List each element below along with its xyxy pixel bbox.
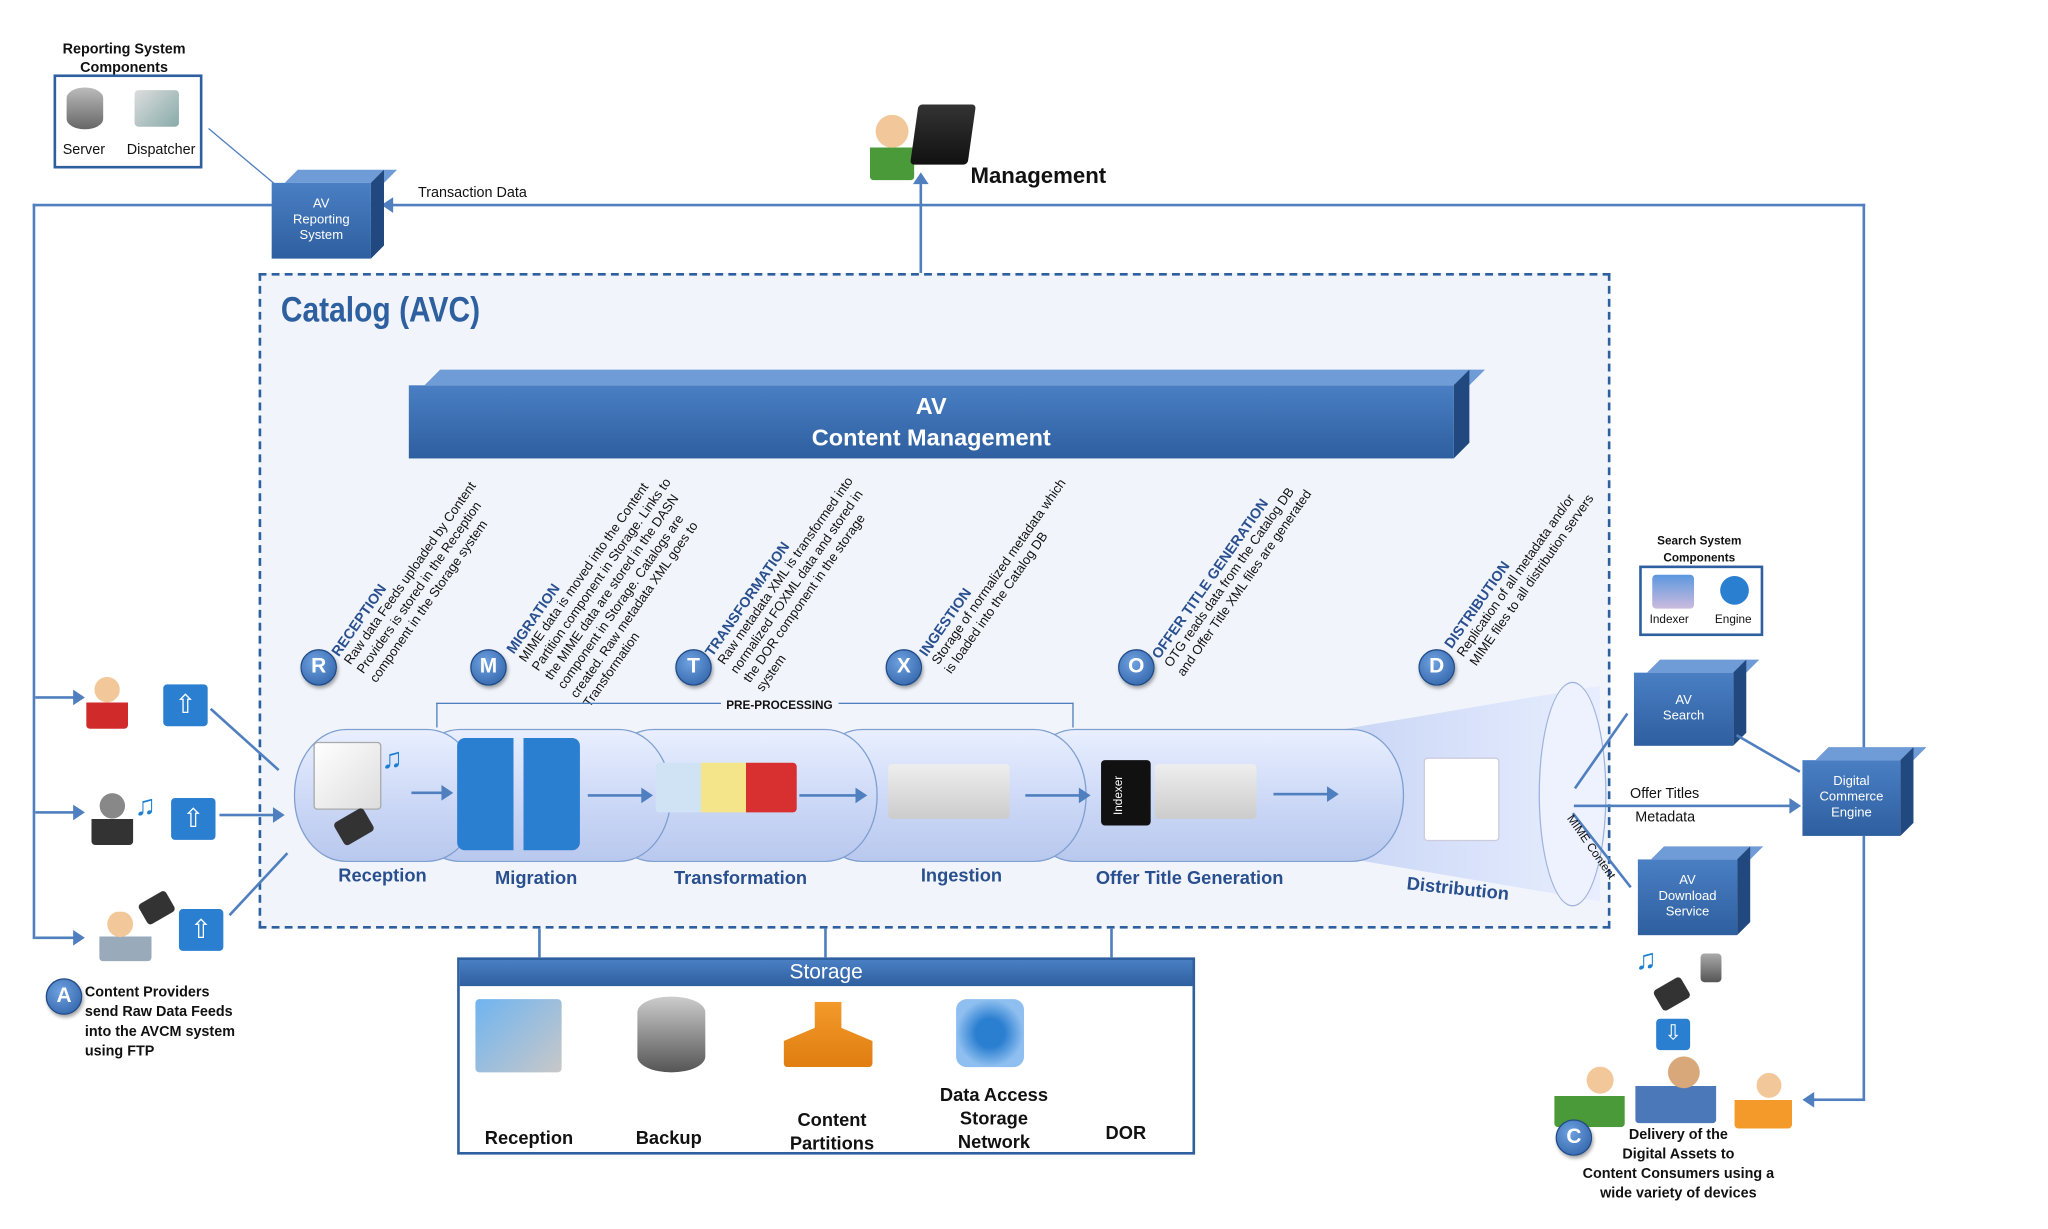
network-icon xyxy=(956,999,1024,1068)
pipe-arrow xyxy=(799,787,868,804)
indexer-icon xyxy=(1652,574,1695,609)
server-icon xyxy=(66,87,104,130)
provider-arrow xyxy=(35,929,85,946)
management-arrow xyxy=(919,180,923,356)
consumer-laptop-icon xyxy=(1635,1055,1717,1124)
dispatcher-label: Dispatcher xyxy=(126,142,196,159)
pre-processing-label: PRE-PROCESSING xyxy=(720,698,838,712)
badge-reception: R xyxy=(300,649,337,686)
distribution-network-icon xyxy=(1423,757,1500,842)
pipe-arrow xyxy=(411,784,454,801)
stage-label-migration: Migration xyxy=(495,867,578,889)
transaction-data-label: Transaction Data xyxy=(417,185,527,202)
storage-connector xyxy=(824,928,827,958)
storage-title: Storage xyxy=(459,959,1193,987)
feedback-line-right xyxy=(1862,203,1866,749)
provider-person-icon xyxy=(91,792,134,846)
engine-gear-icon xyxy=(1720,575,1749,605)
pipe-arrow xyxy=(587,787,654,804)
badge-content-providers: A xyxy=(45,978,83,1015)
badge-ingestion: X xyxy=(885,649,923,686)
storage-connector xyxy=(538,928,541,958)
search-components-box: Indexer Engine xyxy=(1639,565,1764,637)
transaction-arrow-head xyxy=(381,197,394,213)
storage-connector xyxy=(1110,928,1113,958)
provider-arrow xyxy=(35,689,85,706)
mobile-phone-icon xyxy=(1700,953,1722,983)
provider-person-icon xyxy=(86,676,128,729)
offer-titles-arrow xyxy=(1573,798,1802,814)
content-partitions-icon xyxy=(783,1001,873,1068)
ingestion-database-icon xyxy=(888,764,1010,819)
consumer-line-bottom xyxy=(1808,1098,1866,1102)
badge-content-consumers: C xyxy=(1555,1119,1593,1156)
storage-box: Storage xyxy=(457,957,1196,1155)
badge-migration: M xyxy=(470,649,507,686)
indexer-label: Indexer xyxy=(1649,612,1689,626)
pipe-arrow xyxy=(1273,786,1339,802)
arrow-head xyxy=(912,172,929,185)
badge-transformation: T xyxy=(675,649,712,686)
consumer-person-icon xyxy=(1734,1071,1792,1129)
metadata-label: Metadata xyxy=(1635,809,1696,826)
film-icon xyxy=(1652,975,1692,1012)
consumer-devices-icon xyxy=(1554,1064,1625,1128)
stage-label-offer-title-generation: Offer Title Generation xyxy=(1095,867,1284,889)
storage-item-dor: DOR xyxy=(1105,1121,1147,1143)
stage-label-reception: Reception xyxy=(338,864,427,886)
search-commerce-arrow xyxy=(1735,734,1801,773)
badge-offer-title-generation: O xyxy=(1118,649,1155,686)
otg-database-icon xyxy=(1154,764,1257,819)
reporting-link-line xyxy=(208,127,276,185)
management-label: Management xyxy=(970,163,1107,189)
offer-titles-label: Offer Titles xyxy=(1630,786,1700,802)
feedback-line-top xyxy=(32,203,1866,207)
stage-label-transformation: Transformation xyxy=(673,867,808,889)
upload-icon: ⇧ xyxy=(163,684,208,727)
stage-label-ingestion: Ingestion xyxy=(920,864,1003,886)
dispatcher-icon xyxy=(134,90,179,127)
feedback-line-left xyxy=(32,203,36,940)
reception-storage-icon xyxy=(475,999,562,1073)
manager-person-icon xyxy=(869,114,915,181)
consumer-line-right xyxy=(1862,835,1866,1102)
music-note-icon: ♫ xyxy=(1635,943,1657,976)
pipe-arrow xyxy=(1025,787,1091,804)
music-note-icon: ♫ xyxy=(381,741,403,775)
transformation-documents-icon xyxy=(655,762,797,813)
arrow-head xyxy=(1802,1091,1815,1108)
catalog-title: Catalog (AVC) xyxy=(280,289,481,330)
storage-item-backup: Backup xyxy=(635,1127,702,1149)
provider-person-icon xyxy=(99,911,152,962)
indexer-icon: Indexer xyxy=(1101,760,1151,826)
migration-icons xyxy=(457,737,580,851)
engine-label: Engine xyxy=(1714,612,1752,626)
document-files-icon xyxy=(313,741,382,810)
upload-icon: ⇧ xyxy=(171,798,216,840)
laptop-icon xyxy=(910,104,976,165)
upload-icon: ⇧ xyxy=(178,909,224,951)
funnel-mouth xyxy=(1538,681,1607,907)
storage-item-reception: Reception xyxy=(484,1127,574,1149)
provider-arrow xyxy=(35,804,85,821)
reporting-components-box: Server Dispatcher xyxy=(53,74,203,169)
server-label: Server xyxy=(62,142,106,159)
backup-disk-icon xyxy=(637,996,706,1073)
badge-distribution: D xyxy=(1418,649,1456,686)
provider-to-pipe-arrow xyxy=(219,807,285,823)
download-icon: ⇩ xyxy=(1656,1018,1691,1051)
music-note-icon: ♫ xyxy=(134,788,157,822)
